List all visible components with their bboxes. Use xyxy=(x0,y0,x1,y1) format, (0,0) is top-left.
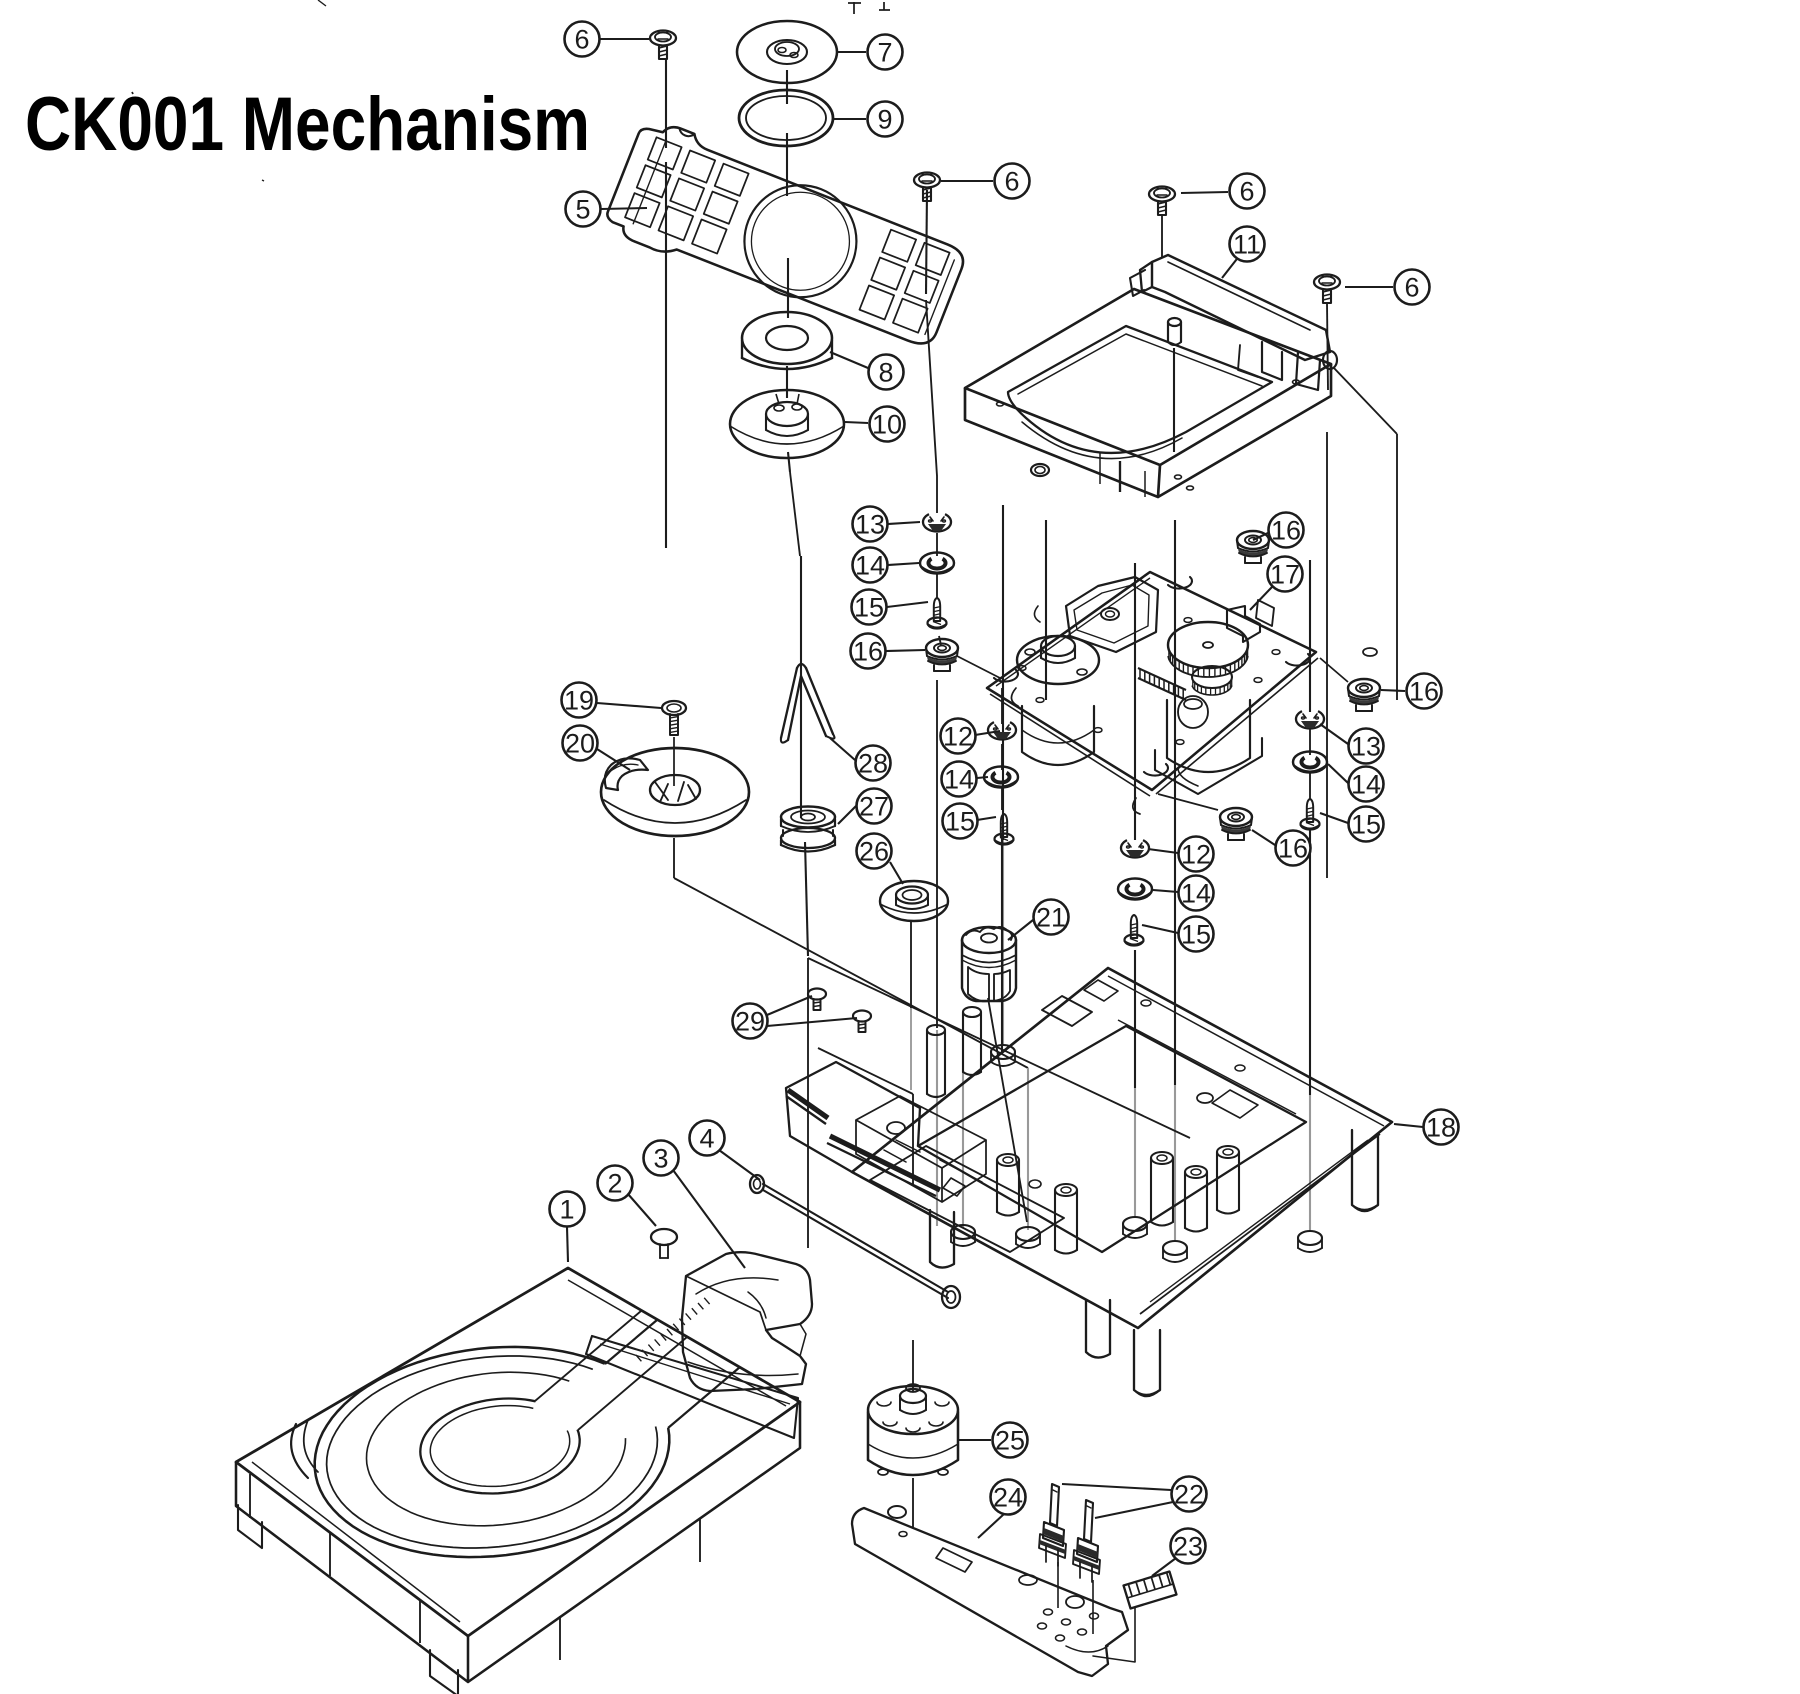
svg-text:4: 4 xyxy=(699,1124,714,1154)
svg-text:14: 14 xyxy=(855,551,885,581)
svg-text:25: 25 xyxy=(995,1426,1025,1456)
svg-text:16: 16 xyxy=(1271,516,1301,546)
svg-text:12: 12 xyxy=(943,722,973,752)
svg-text:12: 12 xyxy=(1181,840,1211,870)
svg-text:21: 21 xyxy=(1036,903,1066,933)
svg-text:13: 13 xyxy=(855,510,885,540)
svg-text:27: 27 xyxy=(859,792,889,822)
svg-text:7: 7 xyxy=(877,38,892,68)
svg-text:5: 5 xyxy=(575,195,590,225)
svg-text:22: 22 xyxy=(1174,1480,1204,1510)
svg-text:14: 14 xyxy=(944,765,974,795)
svg-text:28: 28 xyxy=(858,749,888,779)
svg-text:15: 15 xyxy=(1351,810,1381,840)
svg-text:15: 15 xyxy=(854,593,884,623)
svg-text:13: 13 xyxy=(1351,732,1381,762)
svg-text:15: 15 xyxy=(1181,920,1211,950)
svg-text:1: 1 xyxy=(559,1195,574,1225)
svg-text:16: 16 xyxy=(1278,834,1308,864)
svg-text:14: 14 xyxy=(1351,770,1381,800)
svg-text:24: 24 xyxy=(993,1483,1023,1513)
svg-text:18: 18 xyxy=(1426,1113,1456,1143)
svg-text:26: 26 xyxy=(859,837,889,867)
svg-text:CK001 Mechanism: CK001 Mechanism xyxy=(25,82,590,167)
svg-text:29: 29 xyxy=(735,1007,765,1037)
svg-text:6: 6 xyxy=(1404,273,1419,303)
svg-text:2: 2 xyxy=(607,1169,622,1199)
svg-text:9: 9 xyxy=(877,105,892,135)
svg-text:19: 19 xyxy=(564,686,594,716)
svg-text:6: 6 xyxy=(1239,177,1254,207)
svg-text:11: 11 xyxy=(1233,230,1261,260)
svg-text:10: 10 xyxy=(872,410,902,440)
svg-text:16: 16 xyxy=(1409,677,1439,707)
svg-text:8: 8 xyxy=(878,358,893,388)
svg-text:15: 15 xyxy=(945,807,975,837)
svg-text:16: 16 xyxy=(853,637,883,667)
svg-text:23: 23 xyxy=(1173,1532,1203,1562)
svg-text:20: 20 xyxy=(565,729,595,759)
svg-text:6: 6 xyxy=(574,25,589,55)
svg-text:3: 3 xyxy=(653,1144,668,1174)
svg-text:14: 14 xyxy=(1181,879,1211,909)
svg-text:17: 17 xyxy=(1270,560,1300,590)
svg-text:6: 6 xyxy=(1004,167,1019,197)
